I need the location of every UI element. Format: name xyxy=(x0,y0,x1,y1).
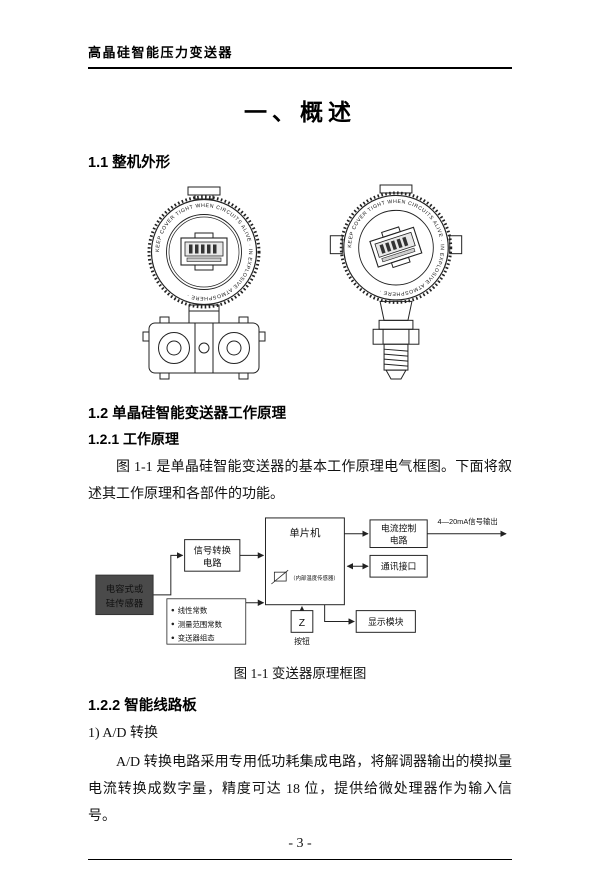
section-1-2-2-heading: 1.2.2 智能线路板 xyxy=(88,698,197,714)
diagram-connections xyxy=(153,530,507,625)
signal-conversion-box xyxy=(184,539,241,572)
knurled-cover-edge xyxy=(147,195,261,309)
ad-conversion-paragraph: A/D 转换电路采用专用低功耗集成电路，将解调器输出的模拟量电流转换成数字量，精… xyxy=(88,755,512,824)
comm-interface-box xyxy=(369,554,428,578)
hex-nut xyxy=(372,328,420,345)
signal-label-line2: 电路 xyxy=(203,557,222,568)
housing-neck xyxy=(188,304,220,324)
transmitter-drawing-right: KEEP COVER TIGHT WHEN CIRCUITS ALIVE · I… xyxy=(329,184,462,380)
header-rule xyxy=(88,67,512,69)
ad-conversion-item: 1) A/D 转换 xyxy=(88,726,158,741)
flange-bolt xyxy=(238,372,249,380)
transmitter-drawing-left: KEEP COVER TIGHT WHEN CIRCUITS ALIVE · I… xyxy=(142,186,266,380)
zero-button-box xyxy=(290,610,314,633)
flange-bolt xyxy=(159,372,170,380)
top-cap xyxy=(379,184,413,194)
sensor-label-line1: 电容式或 xyxy=(106,583,143,594)
conduit-entry-right xyxy=(448,235,462,255)
lcd-digits xyxy=(189,244,217,254)
vent-plug-right xyxy=(258,331,266,342)
page-title: 一、概述 xyxy=(244,99,356,125)
figure-1-1: 电容式或 硅传感器 信号转换 电路 单片机 （内部温度传感器） 电流控制 电路 … xyxy=(88,510,512,682)
housing-neck xyxy=(379,300,413,321)
cover-outer-ring xyxy=(342,194,449,301)
collar xyxy=(378,319,414,330)
zero-button-label: Z xyxy=(299,618,305,629)
cover-inner-ring xyxy=(357,209,434,286)
thread-tip xyxy=(384,369,407,380)
page-content: 高晶硅智能压力变送器 一、概述 1.1 整机外形 xyxy=(88,45,512,851)
flange-center-column xyxy=(194,322,214,374)
signal-label-line1: 信号转换 xyxy=(194,544,232,555)
current-control-box xyxy=(369,519,428,549)
const-item-label: 测量范围常数 xyxy=(178,620,223,629)
lcd-display xyxy=(368,226,423,269)
current-label-line1: 电流控制 xyxy=(381,523,417,534)
display-module-box xyxy=(355,610,416,633)
constants-box xyxy=(166,598,247,645)
doc-header-title: 高晶硅智能压力变送器 xyxy=(88,45,234,60)
const-item-label: 线性常数 xyxy=(178,606,208,615)
section-1-2-1-heading: 1.2.1 工作原理 xyxy=(88,431,180,447)
comm-label: 通讯接口 xyxy=(381,561,416,572)
const-item-label: 变送器组态 xyxy=(178,634,216,643)
figure-caption: 图 1-1 变送器原理框图 xyxy=(233,666,367,681)
top-cap xyxy=(187,186,221,196)
section-1-1-heading: 1.1 整机外形 xyxy=(88,155,171,171)
button-caption: 按钮 xyxy=(294,636,310,646)
block-diagram: 电容式或 硅传感器 信号转换 电路 单片机 （内部温度传感器） 电流控制 电路 … xyxy=(95,517,507,646)
knurled-cover-edge xyxy=(339,191,452,304)
flange-port-right xyxy=(218,332,251,364)
page-number: - 3 - xyxy=(288,836,312,851)
current-label-line2: 电路 xyxy=(390,535,408,546)
flange-port-left xyxy=(158,332,191,364)
flange-bolt xyxy=(159,316,170,324)
lcd-digits xyxy=(379,236,408,254)
mcu-label: 单片机 xyxy=(289,527,321,540)
sensor-to-signal-line xyxy=(153,552,184,596)
working-principle-paragraph: 图 1-1 是单晶硅智能变送器的基本工作原理电气框图。下面将叙述其工作原理和各部… xyxy=(88,460,512,502)
internal-temp-label: （内部温度传感器） xyxy=(290,574,339,582)
vent-plug-left xyxy=(142,331,150,342)
transmitter-drawings: KEEP COVER TIGHT WHEN CIRCUITS ALIVE · I… xyxy=(88,184,512,390)
mcu-to-display-line xyxy=(324,604,355,625)
flange-bolt xyxy=(238,316,249,324)
footer-rule xyxy=(88,859,512,860)
lcd-display xyxy=(180,232,228,271)
output-signal-label: 4—20mA信号输出 xyxy=(438,517,498,526)
sensor-box xyxy=(95,574,154,616)
section-1-2-heading: 1.2 单晶硅智能变送器工作原理 xyxy=(88,406,287,422)
display-label: 显示模块 xyxy=(368,616,404,627)
conduit-entry-left xyxy=(329,235,343,255)
cover-inner-ring xyxy=(166,214,243,290)
sensor-label-line2: 硅传感器 xyxy=(106,598,144,609)
internal-temp-sensor-icon xyxy=(271,569,289,585)
constants-bullets xyxy=(171,608,175,640)
cover-inner-ring2 xyxy=(168,216,240,288)
mcu-box xyxy=(264,517,345,606)
